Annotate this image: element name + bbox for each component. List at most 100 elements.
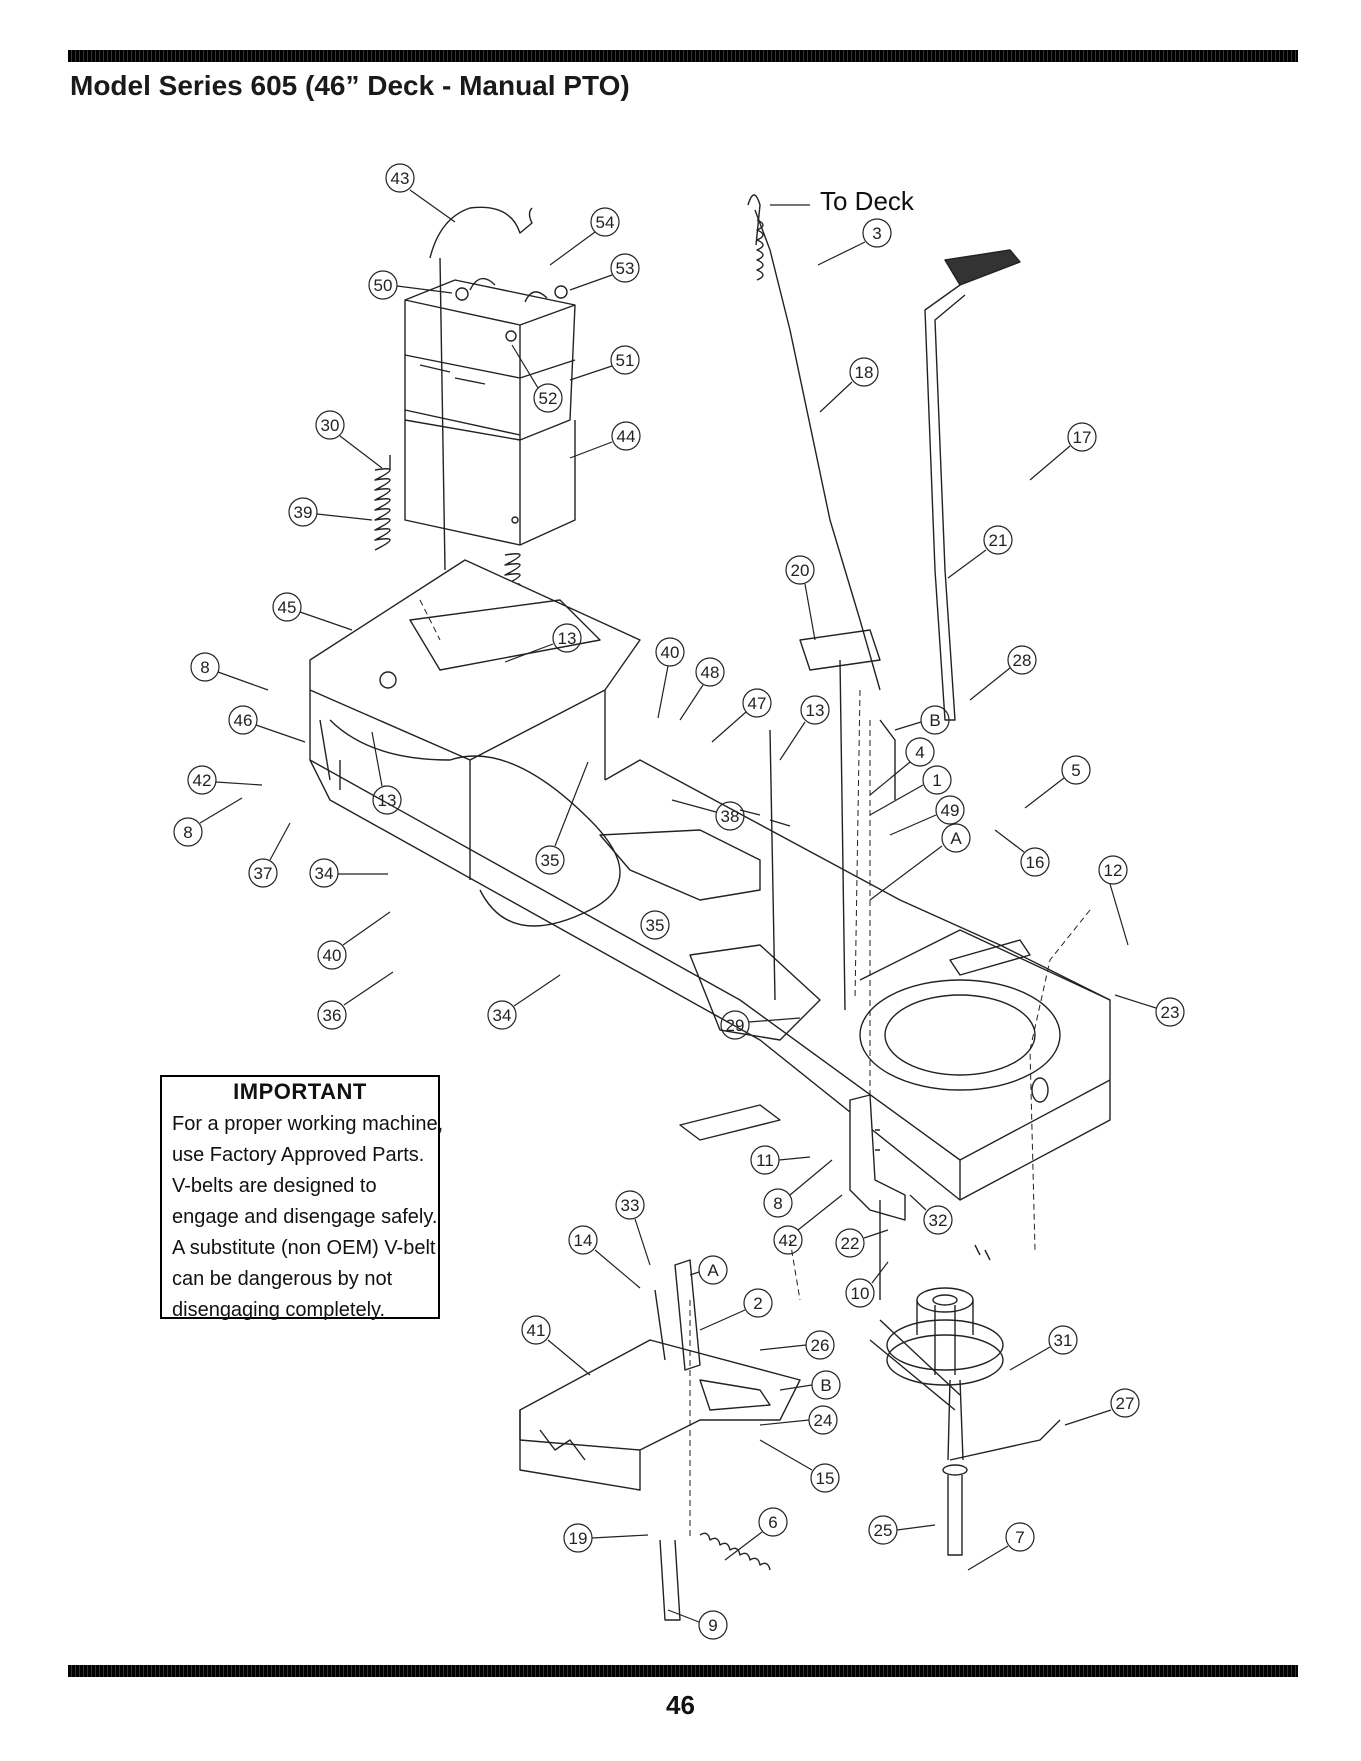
callout-38: 38 <box>671 799 745 831</box>
callout-34-center: 34 <box>487 974 561 1030</box>
svg-text:37: 37 <box>254 864 273 883</box>
alignment-lines <box>419 599 1091 1540</box>
svg-text:42: 42 <box>779 1231 798 1250</box>
callout-28: 28 <box>969 645 1037 701</box>
svg-text:29: 29 <box>726 1016 745 1035</box>
svg-text:8: 8 <box>773 1194 782 1213</box>
cable-spring <box>756 219 764 281</box>
svg-text:10: 10 <box>851 1284 870 1303</box>
hold-down-rod <box>439 257 446 571</box>
clutch-cable <box>754 209 881 691</box>
svg-text:B: B <box>929 711 940 730</box>
svg-text:6: 6 <box>768 1513 777 1532</box>
callout-B-lower: B <box>779 1370 841 1400</box>
callout-40-center: 40 <box>655 637 685 719</box>
svg-text:53: 53 <box>616 259 635 278</box>
svg-text:34: 34 <box>315 864 334 883</box>
callout-30: 30 <box>315 410 383 469</box>
svg-text:A: A <box>707 1261 719 1280</box>
important-text: For a proper working machine, use Factor… <box>162 1105 444 1326</box>
svg-text:8: 8 <box>200 658 209 677</box>
callout-34-left: 34 <box>309 858 388 888</box>
page-title: Model Series 605 (46” Deck - Manual PTO) <box>70 70 630 101</box>
svg-text:22: 22 <box>841 1234 860 1253</box>
callout-B-upper: B <box>894 705 950 735</box>
callout-27: 27 <box>1064 1388 1140 1426</box>
important-notice-box: IMPORTANT For a proper working machine, … <box>160 1075 443 1321</box>
callout-A-upper: A <box>869 823 971 901</box>
svg-text:B: B <box>820 1376 831 1395</box>
idler-pulley <box>869 1244 1004 1556</box>
svg-text:14: 14 <box>574 1231 593 1250</box>
important-line: A substitute (non OEM) V-belt <box>172 1237 436 1259</box>
callout-35-lower: 35 <box>640 910 670 940</box>
svg-text:1: 1 <box>932 771 941 790</box>
callout-24: 24 <box>759 1405 838 1435</box>
callout-51: 51 <box>569 345 640 381</box>
svg-text:12: 12 <box>1104 861 1123 880</box>
svg-text:7: 7 <box>1015 1528 1024 1547</box>
callout-44: 44 <box>569 421 641 459</box>
callout-32: 32 <box>909 1194 953 1235</box>
cable-spring-end <box>747 194 761 246</box>
svg-text:40: 40 <box>661 643 680 662</box>
svg-text:26: 26 <box>811 1336 830 1355</box>
svg-text:45: 45 <box>278 598 297 617</box>
svg-text:19: 19 <box>569 1529 588 1548</box>
battery-terminals <box>455 277 568 342</box>
svg-text:5: 5 <box>1071 761 1080 780</box>
callout-18: 18 <box>819 357 879 413</box>
svg-text:9: 9 <box>708 1616 717 1635</box>
svg-text:41: 41 <box>527 1321 546 1340</box>
callout-10: 10 <box>845 1261 889 1308</box>
callout-33: 33 <box>615 1190 651 1266</box>
callout-19: 19 <box>563 1523 649 1553</box>
callout-8-upper-left: 8 <box>190 652 269 691</box>
callout-13-left: 13 <box>371 731 402 815</box>
svg-text:23: 23 <box>1161 1003 1180 1022</box>
callout-15: 15 <box>759 1439 840 1493</box>
callout-6: 6 <box>724 1507 788 1561</box>
svg-text:27: 27 <box>1116 1394 1135 1413</box>
svg-text:51: 51 <box>616 351 635 370</box>
deck-cable-end <box>949 1419 1061 1461</box>
svg-text:16: 16 <box>1026 853 1045 872</box>
callout-5: 5 <box>1024 755 1091 809</box>
svg-text:30: 30 <box>321 416 340 435</box>
svg-text:46: 46 <box>234 711 253 730</box>
callout-53: 53 <box>569 253 640 291</box>
svg-text:20: 20 <box>791 561 810 580</box>
important-title: IMPORTANT <box>233 1079 367 1104</box>
important-line: engage and disengage safely. <box>172 1206 438 1228</box>
svg-text:11: 11 <box>756 1151 774 1170</box>
important-line: For a proper working machine, <box>172 1113 444 1135</box>
svg-text:8: 8 <box>183 823 192 842</box>
callout-31: 31 <box>1009 1325 1078 1371</box>
callout-37: 37 <box>248 822 291 888</box>
callout-16: 16 <box>994 829 1050 877</box>
callout-36: 36 <box>317 971 394 1030</box>
callout-17: 17 <box>1029 422 1097 481</box>
callout-43: 43 <box>385 163 456 223</box>
callout-14: 14 <box>568 1225 641 1289</box>
svg-text:44: 44 <box>617 427 636 446</box>
svg-text:21: 21 <box>989 531 1008 550</box>
callout-25: 25 <box>868 1515 936 1545</box>
svg-text:4: 4 <box>915 743 924 762</box>
top-divider-bar <box>68 50 1298 62</box>
callout-50: 50 <box>368 270 453 300</box>
svg-text:38: 38 <box>721 807 740 826</box>
callout-47: 47 <box>711 688 772 743</box>
callout-1: 1 <box>869 765 952 816</box>
svg-text:13: 13 <box>378 791 397 810</box>
svg-text:15: 15 <box>816 1469 835 1488</box>
callout-26: 26 <box>759 1330 835 1360</box>
callout-21: 21 <box>947 525 1013 579</box>
callout-3: 3 <box>817 218 892 266</box>
page-number: 46 <box>666 1690 695 1720</box>
pto-lever <box>924 249 1021 721</box>
svg-text:34: 34 <box>493 1006 512 1025</box>
important-line: use Factory Approved Parts. <box>172 1144 425 1166</box>
callout-22: 22 <box>835 1228 889 1258</box>
callout-4: 4 <box>869 737 935 796</box>
